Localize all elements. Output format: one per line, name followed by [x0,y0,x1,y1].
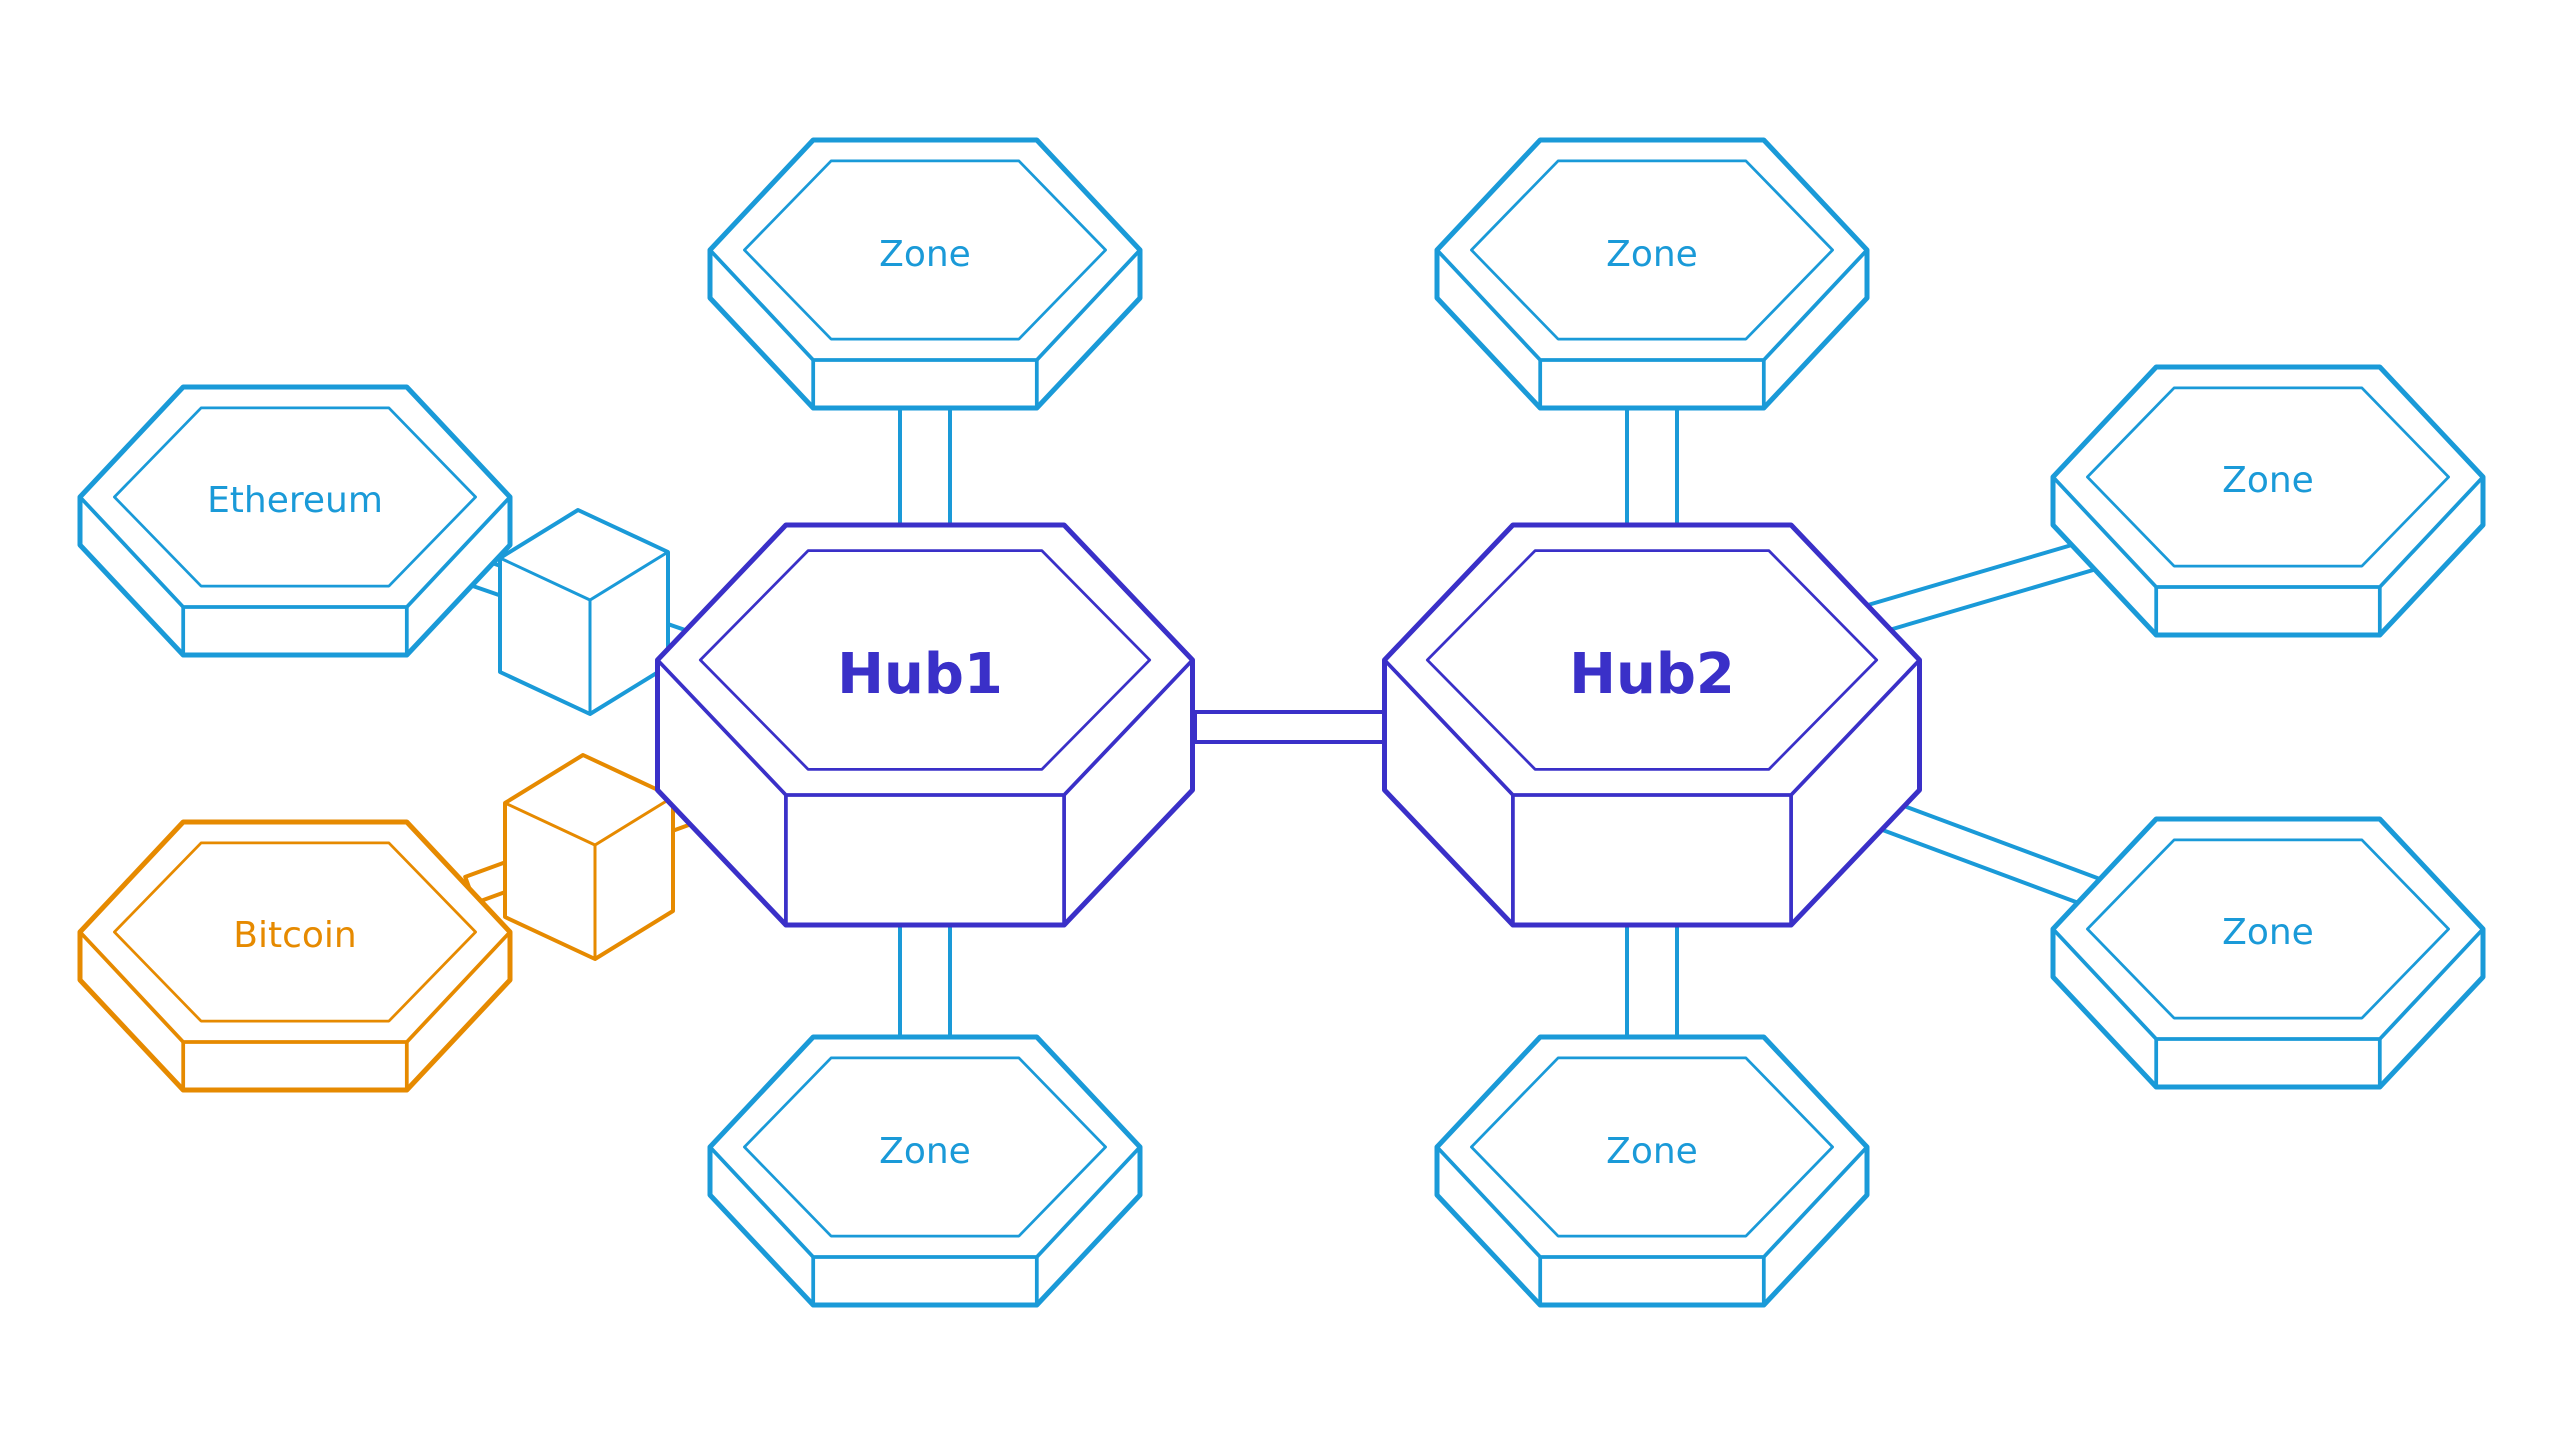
zone-hexagon-hub2-top [1434,137,1870,411]
hub-label-hub2: Hub2 [1569,642,1735,707]
hub-hexagon-hub2 [1382,522,1922,928]
zones-layer [77,137,2486,1308]
connector-hub2-top [1625,388,1679,532]
zone-label-hub2-top: Zone [1606,234,1698,275]
zone-hexagon-hub2-upper-right [2050,364,2486,638]
zone-hexagon-hub2-bottom [1434,1034,1870,1308]
zone-label-hub1-bottom: Zone [879,1131,971,1172]
connector-hub1-top [898,388,952,532]
zone-label-bitcoin: Bitcoin [233,915,356,956]
zone-hexagon-hub1-bottom [707,1034,1143,1308]
zone-label-hub2-bottom: Zone [1606,1131,1698,1172]
hubs-layer [655,522,1922,928]
connector-hub1-hub2 [1193,710,1387,744]
zone-hexagon-hub2-lower-right [2050,816,2486,1090]
zone-hexagon-hub1-top [707,137,1143,411]
zone-label-ethereum: Ethereum [207,480,383,521]
hub-label-hub1: Hub1 [837,642,1003,707]
zone-label-hub2-lower-right: Zone [2222,912,2314,953]
zone-hexagon-ethereum [77,384,513,658]
bridges-layer [448,508,737,961]
zone-label-hub1-top: Zone [879,234,971,275]
zone-label-hub2-upper-right: Zone [2222,460,2314,501]
zone-hexagon-bitcoin [77,819,513,1093]
hub-hexagon-hub1 [655,522,1195,928]
peg-cube-bitcoin [503,753,675,961]
peg-cube-ethereum [498,508,670,716]
